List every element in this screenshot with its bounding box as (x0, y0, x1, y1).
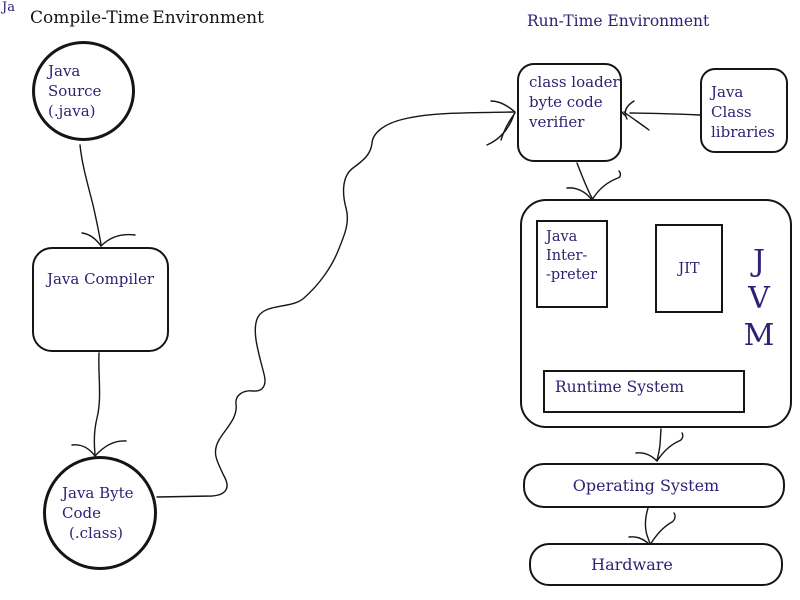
node-jit: JIT (655, 224, 723, 313)
jvm-label: J V M (740, 243, 778, 354)
java-interpreter-line3: -preter (546, 267, 598, 283)
runtime-system-label: Runtime System (555, 378, 685, 396)
jit-label: JIT (678, 260, 700, 277)
java-class-libraries-line1: Java Class (711, 83, 752, 121)
node-java-interpreter: Java Inter- -preter (536, 220, 608, 308)
class-loader-line1: class loader (529, 73, 620, 91)
java-byte-code-line3: (.class) (69, 524, 124, 542)
node-hardware: Hardware (529, 543, 783, 586)
arrow-source-to-compiler (79, 144, 136, 247)
java-source-line1: Java Source (48, 62, 102, 100)
class-loader-line3: verifier (529, 113, 585, 131)
operating-system-label: Operating System (572, 475, 720, 495)
java-interpreter-line2: Inter- (546, 248, 588, 264)
arrow-classloader-to-jvm (566, 162, 622, 201)
arrow-libraries-to-classloader (618, 97, 701, 131)
compile-time-heading-part2: Environment (152, 8, 264, 28)
java-class-libraries-line2: libraries (711, 123, 775, 141)
arrow-compiler-to-bytecode (71, 352, 127, 457)
node-operating-system: Operating System (523, 463, 785, 508)
connector-bytecode-to-classloader (156, 100, 516, 498)
node-class-loader: class loader byte code verifier (517, 63, 622, 162)
node-java-class-libraries: Java Class libraries (700, 68, 788, 153)
jvm-letter-m: M (743, 318, 775, 353)
jvm-letter-j: J (752, 244, 766, 279)
java-compiler-label: Java Compiler (46, 270, 155, 288)
node-java-byte-code: Java Byte Code (.class) (43, 456, 157, 570)
corner-label: Ja (2, 0, 15, 15)
node-runtime-system: Runtime System (543, 370, 745, 413)
compile-time-heading-part1: Compile-Time (30, 8, 150, 28)
class-loader-line2: byte code (529, 93, 603, 111)
node-java-source: Java Source (.java) (32, 41, 135, 141)
java-interpreter-line1: Java (546, 229, 578, 245)
java-byte-code-line1: Java Byte (62, 484, 134, 502)
hardware-label: Hardware (591, 554, 673, 574)
arrow-jvm-to-os (635, 428, 684, 462)
node-java-compiler: Java Compiler (32, 247, 169, 352)
arrow-os-to-hardware (628, 507, 676, 546)
run-time-heading: Run-Time Environment (527, 12, 710, 30)
java-byte-code-line2: Code (62, 504, 101, 522)
java-source-line2: (.java) (48, 102, 96, 120)
jvm-letter-v: V (748, 281, 770, 316)
